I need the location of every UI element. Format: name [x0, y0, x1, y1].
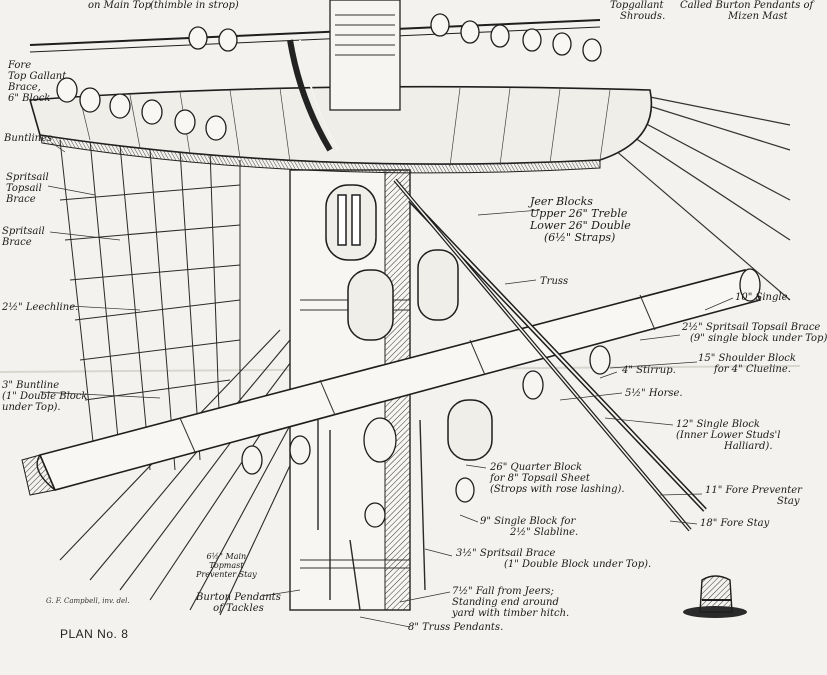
label-line: Spritsail — [6, 172, 49, 183]
label-line: 3½" Spritsail Brace — [456, 548, 556, 559]
label-line: Shrouds. — [620, 11, 666, 22]
label-line: Topgallant — [610, 0, 664, 11]
label-line: 9" Single Block for — [480, 516, 576, 527]
label-line: (Inner Lower Studs'l — [676, 430, 781, 441]
label-single-12: 12" Single Block (Inner Lower Studs'l Ha… — [676, 419, 781, 452]
label-line: 8" Truss Pendants. — [408, 622, 504, 633]
jeer-blocks — [325, 184, 493, 461]
label-line: for 8" Topsail Sheet — [490, 473, 590, 484]
label-line: 7½" Fall from Jeers; — [452, 586, 554, 597]
label-line: Burton Pendants — [196, 592, 281, 603]
label-line: (1" Double Block — [2, 391, 88, 402]
label-line: Preventer Stay — [196, 570, 257, 579]
label-line: of Tackles — [213, 603, 264, 614]
label-spritsail-brace: Spritsail Brace — [2, 226, 45, 248]
label-quarter-block: 26" Quarter Block for 8" Topsail Sheet (… — [490, 462, 625, 495]
label-topgallant-shrouds: Topgallant Shrouds. — [610, 0, 665, 22]
drawing-credit: G. F. Campbell, inv. del. — [46, 597, 130, 605]
label-line: 10" Single. — [735, 292, 791, 303]
label-thimble: (thimble in strop) — [150, 0, 239, 11]
label-spritsail-brace-lower: 3½" Spritsail Brace (1" Double Block und… — [456, 548, 651, 570]
plan-title: PLAN No. 8 — [60, 627, 129, 641]
label-line: Top Gallant — [8, 71, 67, 82]
label-fore-stay: 18" Fore Stay — [700, 518, 769, 529]
rail-blocks — [56, 13, 602, 141]
label-line: Brace, — [8, 82, 41, 93]
label-line: Lower 26" Double — [530, 219, 631, 232]
label-line: (6½" Straps) — [544, 231, 616, 244]
topmast — [287, 0, 401, 152]
hanging-blocks — [241, 345, 611, 528]
label-line: Topmast — [209, 561, 244, 570]
fore-yard — [21, 268, 762, 496]
label-shoulder-block: 15" Shoulder Block for 4" Clueline. — [698, 353, 796, 375]
fore-top-platform — [28, 19, 653, 174]
label-line: Truss — [540, 276, 569, 287]
label-truss-pendants: 8" Truss Pendants. — [408, 622, 503, 633]
label-line: for 4" Clueline. — [714, 364, 791, 375]
label-stirrup: 4" Stirrup. — [622, 365, 676, 376]
label-line: Halliard). — [724, 441, 773, 452]
label-line: Brace — [2, 237, 32, 248]
label-top-left: on Main Top — [88, 0, 151, 11]
label-spritsail-topsail-brace: Spritsail Topsail Brace — [6, 172, 49, 205]
label-burton-mizen: Called Burton Pendants of Mizen Mast — [680, 0, 813, 22]
label-single-10: 10" Single. — [735, 292, 791, 303]
label-jeer-blocks: Jeer Blocks Upper 26" Treble Lower 26" D… — [530, 196, 631, 244]
rigging-plan-sheet: on Main Top (thimble in strop) Topgallan… — [0, 0, 827, 641]
pendants — [317, 419, 426, 611]
label-line: Buntlines — [4, 133, 53, 144]
label-line: Jeer Blocks — [530, 195, 593, 208]
label-line: Brace — [6, 194, 36, 205]
label-burton-pendants: Burton Pendants of Tackles — [196, 592, 281, 614]
label-line: yard with timber hitch. — [452, 608, 570, 619]
label-line: 11" Fore Preventer — [705, 485, 802, 496]
label-line: on Main Top — [88, 0, 151, 11]
label-line: Called Burton Pendants of — [680, 0, 814, 11]
label-line: 15" Shoulder Block — [698, 353, 796, 364]
label-line: 6" Block — [8, 93, 51, 104]
label-line: 4" Stirrup. — [622, 365, 676, 376]
label-line: 18" Fore Stay — [700, 518, 770, 529]
label-spritsail-topsail-brace-2: 2½" Spritsail Topsail Brace (9" single b… — [682, 322, 827, 344]
label-line: (1" Double Block under Top). — [504, 559, 652, 570]
label-fore-topgallant-brace: Fore Top Gallant Brace, 6" Block — [8, 60, 66, 104]
label-line: Stay — [777, 496, 800, 507]
label-horse: 5½" Horse. — [625, 388, 683, 399]
label-line: Mizen Mast — [728, 11, 788, 22]
ratline-net — [59, 139, 241, 471]
label-line: 6½" Main — [206, 552, 247, 561]
label-buntline: 3" Buntline (1" Double Block under Top). — [2, 380, 87, 413]
label-line: 2½" Slabline. — [510, 527, 579, 538]
label-line: 3" Buntline — [2, 380, 60, 391]
label-fall-from-jeers: 7½" Fall from Jeers; Standing end around… — [452, 586, 569, 619]
label-line: 2½" Spritsail Topsail Brace — [682, 322, 821, 333]
label-single-9: 9" Single Block for 2½" Slabline. — [480, 516, 578, 538]
rigging-drawing — [0, 0, 801, 628]
leader-lines — [39, 142, 734, 628]
label-line: Spritsail — [2, 226, 45, 237]
label-line: under Top). — [2, 402, 61, 413]
label-buntlines: Buntlines — [4, 133, 52, 144]
label-line: 12" Single Block — [676, 419, 760, 430]
label-line: Topsail — [6, 183, 42, 194]
label-leechline: 2½" Leechline. — [2, 302, 78, 313]
label-line: (thimble in strop) — [150, 0, 239, 11]
label-fore-preventer-stay: 11" Fore Preventer Stay — [705, 485, 802, 507]
label-line: (Strops with rose lashing). — [490, 484, 625, 495]
label-line: 26" Quarter Block — [490, 462, 583, 473]
label-truss: Truss — [540, 276, 568, 287]
fore-stays — [393, 178, 707, 532]
label-line: (9" single block under Top) — [690, 333, 827, 344]
hat-scale-icon — [683, 575, 747, 618]
label-line: 5½" Horse. — [625, 388, 683, 399]
label-line: Upper 26" Treble — [530, 207, 628, 220]
label-line: 2½" Leechline. — [2, 302, 79, 313]
label-line: Fore — [8, 60, 32, 71]
label-main-preventer-stay: 6½" Main Topmast Preventer Stay — [196, 552, 257, 579]
label-line: Standing end around — [452, 597, 559, 608]
